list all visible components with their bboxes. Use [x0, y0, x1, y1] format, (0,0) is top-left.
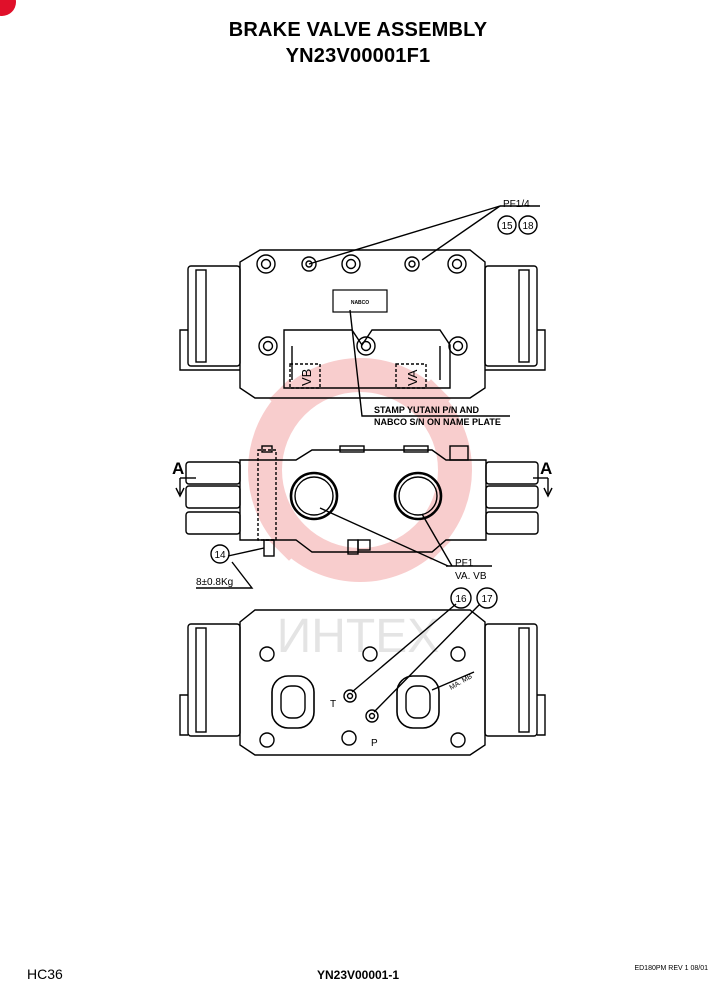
nabco-plate-label: NABCO — [351, 300, 369, 306]
section-a-right: A — [540, 459, 552, 478]
stamp-note-line2: NABCO S/N ON NAME PLATE — [374, 417, 501, 427]
callout-14: 14 — [214, 550, 226, 561]
callout-18-circle — [518, 215, 538, 235]
mamb-label: MA. MB — [449, 673, 474, 692]
side-view — [175, 445, 553, 589]
callout-16-circle — [450, 587, 472, 609]
top-view — [179, 205, 546, 417]
port-t-label: T — [330, 699, 336, 710]
watermark-gear-icon — [248, 358, 472, 582]
callout-15: 15 — [501, 221, 513, 232]
torque-spec: 8±0.8Kg — [196, 577, 233, 588]
callout-17: 17 — [481, 594, 493, 605]
section-a-left: A — [172, 459, 184, 478]
callout-15-circle — [497, 215, 517, 235]
page-title: BRAKE VALVE ASSEMBLY — [228, 19, 488, 41]
bottom-view — [179, 603, 546, 756]
stamp-note-line1: STAMP YUTANI P/N AND — [374, 405, 480, 415]
footer-part-number: YN23V00001-1 — [316, 968, 400, 982]
part-number-title: YN23V00001F1 — [285, 45, 431, 67]
callout-18: 18 — [522, 221, 534, 232]
pf14-label: PF1/4 — [503, 199, 530, 210]
va-label: VA — [405, 369, 420, 386]
callout-17-circle — [476, 587, 498, 609]
callout-14-circle — [210, 544, 230, 564]
pf1-ports-label: VA. VB — [455, 571, 487, 582]
watermark-text: ИНТЕХ — [277, 610, 440, 663]
pf1-label: PF1 — [455, 558, 474, 569]
footer-page-code: HC36 — [27, 966, 63, 982]
vb-label: VB — [299, 369, 314, 386]
callout-16: 16 — [455, 594, 467, 605]
footer-revision: ED180PM REV 1 08/01 — [634, 965, 708, 972]
port-p-label: P — [371, 738, 378, 749]
